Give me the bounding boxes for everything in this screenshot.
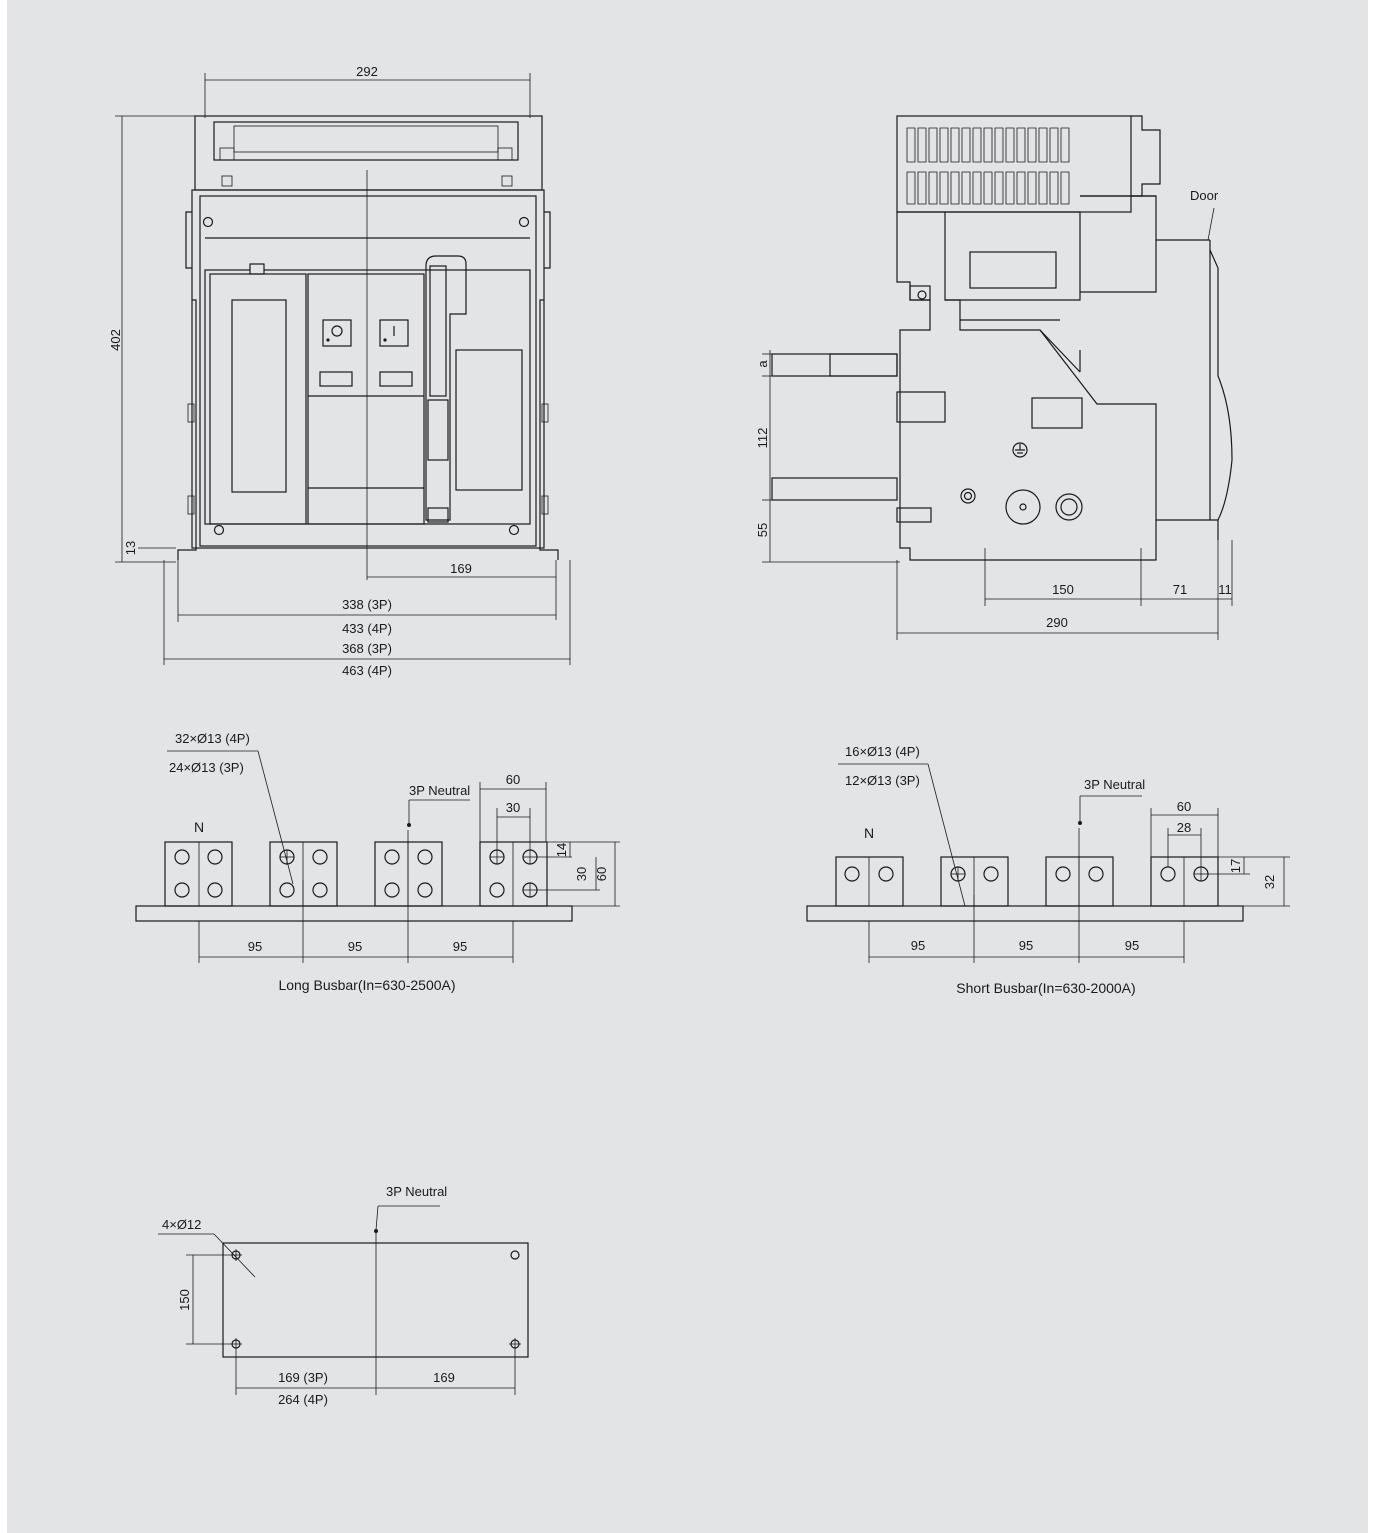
dim-169: 169 bbox=[450, 561, 472, 576]
dim-463-4p: 463 (4P) bbox=[342, 663, 392, 678]
dim-402: 402 bbox=[108, 329, 123, 351]
short-holes-3p: 12×Ø13 (3P) bbox=[845, 773, 920, 788]
label-plate bbox=[249, 263, 265, 275]
long-dim-14: 14 bbox=[554, 843, 569, 857]
dim-71: 71 bbox=[1173, 582, 1187, 597]
dim-338-3p: 338 (3P) bbox=[342, 597, 392, 612]
dim-433-4p: 433 (4P) bbox=[342, 621, 392, 636]
dim-a: a bbox=[755, 360, 770, 368]
short-neutral-label: 3P Neutral bbox=[1084, 777, 1145, 792]
dim-13: 13 bbox=[123, 541, 138, 555]
short-pitch-3: 95 bbox=[1125, 938, 1139, 953]
long-busbar-caption: Long Busbar(In=630-2500A) bbox=[278, 977, 455, 993]
long-dim-30-top: 30 bbox=[506, 800, 520, 815]
mount-dim-169-3p: 169 (3P) bbox=[278, 1370, 328, 1385]
charging-handle bbox=[425, 255, 467, 523]
mount-dim-150: 150 bbox=[177, 1289, 192, 1311]
short-holes-4p: 16×Ø13 (4P) bbox=[845, 744, 920, 759]
dim-55: 55 bbox=[755, 523, 770, 537]
short-n-label: N bbox=[864, 825, 874, 841]
dim-11: 11 bbox=[1218, 582, 1232, 597]
door-label: Door bbox=[1190, 188, 1219, 203]
short-pitch-2: 95 bbox=[1019, 938, 1033, 953]
long-pitch-2: 95 bbox=[348, 939, 362, 954]
long-pitch-1: 95 bbox=[248, 939, 262, 954]
earth-icon bbox=[1012, 442, 1028, 458]
dim-290: 290 bbox=[1046, 615, 1068, 630]
short-dim-28-top: 28 bbox=[1177, 820, 1191, 835]
long-dim-60-side: 60 bbox=[594, 867, 609, 881]
nameplate bbox=[455, 349, 523, 491]
dim-150: 150 bbox=[1052, 582, 1074, 597]
short-dim-60-top: 60 bbox=[1177, 799, 1191, 814]
long-pitch-3: 95 bbox=[453, 939, 467, 954]
terminal-strip bbox=[219, 125, 513, 161]
short-dim-17: 17 bbox=[1228, 859, 1243, 873]
dim-368-3p: 368 (3P) bbox=[342, 641, 392, 656]
mounting-plate bbox=[222, 1242, 529, 1358]
mount-holes-label: 4×Ø12 bbox=[162, 1217, 201, 1232]
long-dim-60-top: 60 bbox=[506, 772, 520, 787]
side-view: Door bbox=[755, 115, 1233, 640]
short-pitch-1: 95 bbox=[911, 938, 925, 953]
off-button bbox=[322, 319, 352, 347]
long-busbar-plates bbox=[164, 841, 548, 907]
long-holes-3p: 24×Ø13 (3P) bbox=[169, 760, 244, 775]
short-dim-32: 32 bbox=[1262, 875, 1277, 889]
long-busbar-view: 32×Ø13 (4P) 24×Ø13 (3P) 3P Neutral N bbox=[135, 731, 620, 993]
long-holes-4p: 32×Ø13 (4P) bbox=[175, 731, 250, 746]
on-button bbox=[379, 319, 409, 347]
short-busbar-view: 16×Ø13 (4P) 12×Ø13 (3P) 3P Neutral N 60 bbox=[806, 744, 1290, 996]
front-view: 292 402 bbox=[108, 64, 571, 678]
long-neutral-label: 3P Neutral bbox=[409, 783, 470, 798]
mount-neutral-label: 3P Neutral bbox=[386, 1184, 447, 1199]
short-busbar-plates bbox=[835, 856, 1219, 907]
short-busbar-caption: Short Busbar(In=630-2000A) bbox=[956, 980, 1135, 996]
technical-drawing: 292 402 bbox=[108, 64, 1290, 1407]
mounting-hole-plan: 3P Neutral 4×Ø12 150 169 (3P) 264 (4P) 1… bbox=[158, 1184, 529, 1407]
dim-292: 292 bbox=[356, 64, 378, 79]
long-n-label: N bbox=[194, 819, 204, 835]
drawing-sheet: 292 402 bbox=[7, 0, 1368, 1533]
vent-slots bbox=[906, 127, 1070, 205]
long-dim-30-side: 30 bbox=[574, 867, 589, 881]
dim-112: 112 bbox=[755, 428, 770, 449]
display-window bbox=[231, 299, 287, 493]
mount-dim-264-4p: 264 (4P) bbox=[278, 1392, 328, 1407]
mount-dim-169: 169 bbox=[433, 1370, 455, 1385]
